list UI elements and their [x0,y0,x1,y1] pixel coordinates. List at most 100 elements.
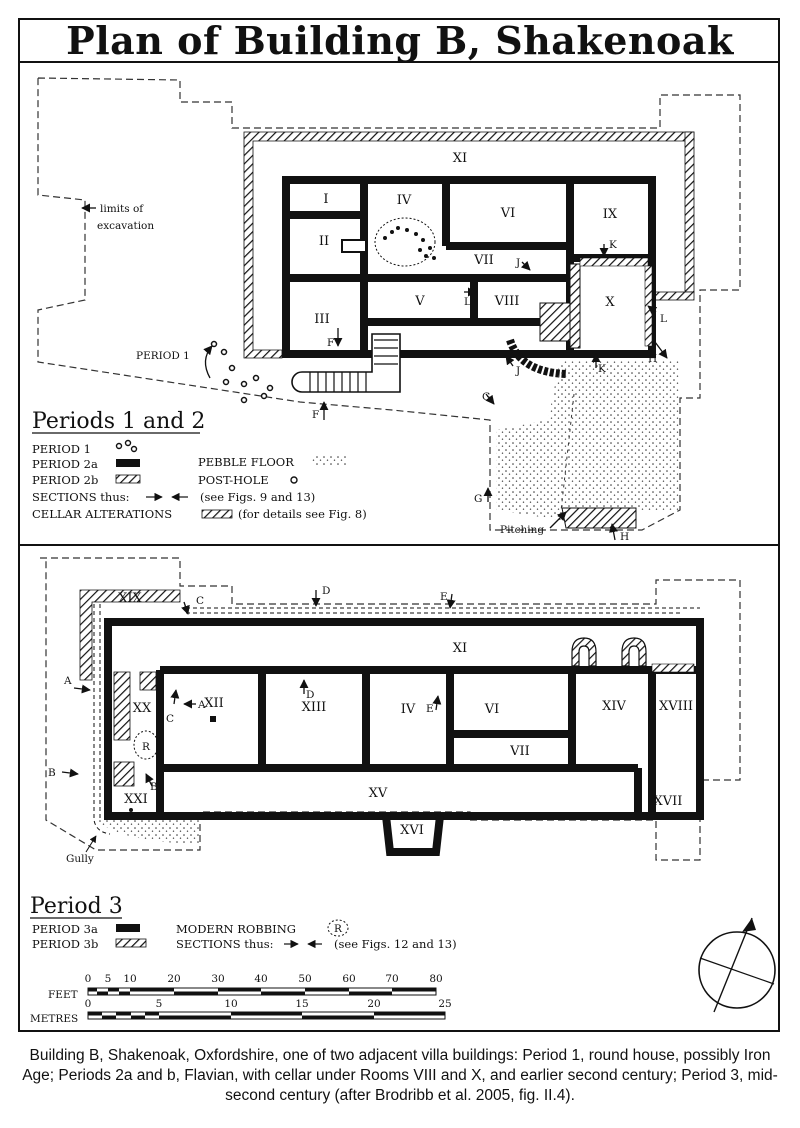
scale-bars: 0 5 10 20 30 40 50 60 70 80 FEET [30,973,452,1025]
room-xv-label: XV [369,786,388,801]
gully-lines [93,604,700,835]
scalloped-wall-feature [291,333,401,393]
section-a-east: A [197,699,206,711]
legend-period1-symbol [115,439,138,453]
room-ix-label: IX [603,207,618,222]
feet-tick-70: 70 [385,973,398,985]
feet-bar-segments [88,988,436,995]
section-c-north: C [196,595,204,607]
legend-posthole: POST-HOLE [198,473,269,487]
feet-tick-30: 30 [211,973,224,985]
legend-panel1: PERIOD 1 PERIOD 2a PERIOD 2b SECTIONS th… [32,439,367,521]
room-xii-label: XII [204,696,224,711]
feet-tick-5: 5 [105,973,112,985]
legend-sections: SECTIONS thus: [32,490,130,504]
section-a-west: A [63,675,72,687]
room-iii-label: III [314,312,329,327]
legend-period3b-symbol [115,938,147,948]
legend-cellar: CELLAR ALTERATIONS [32,507,172,521]
legend-sections-p3: SECTIONS thus: [176,937,274,951]
legend-panel2: PERIOD 3a PERIOD 3b MODERN ROBBING R SEC… [32,919,457,951]
room-viii-label: VIII [494,294,520,309]
section-letters-panel1: F F G G H H J J K K L L [312,239,667,543]
section-e-south: E [426,703,434,715]
section-h-north: H [648,353,657,365]
legend-period2b: PERIOD 2b [32,473,98,487]
section-f-north: F [327,337,334,349]
legend-sections-ref: (see Figs. 9 and 13) [200,490,315,504]
legend-sections-ref-p3: (see Figs. 12 and 13) [334,937,457,951]
room-v-label: V [414,294,425,309]
legend-robbing: MODERN ROBBING [176,922,296,936]
section-d-south: D [306,689,314,701]
section-l-east: L [660,313,667,325]
feet-tick-0: 0 [85,973,92,985]
figure-caption: Building B, Shakenoak, Oxfordshire, one … [22,1047,778,1104]
room-x-label: X [605,295,615,310]
enclosure-east-wall [684,131,695,293]
legend-period3a: PERIOD 3a [32,922,98,936]
annexe-wall-period3b [79,589,181,681]
hearth-outline [374,217,436,267]
gully-annotation: Gully [66,853,94,865]
section-e-north: E [440,591,448,603]
room-xiii-label: XIII [302,700,327,715]
legend-pebble: PEBBLE FLOOR [198,455,294,469]
panel1-heading: Periods 1 and 2 [32,409,205,434]
figure-frame [18,18,780,1032]
room-iv-label: IV [397,193,412,208]
feet-label: FEET [48,989,78,1001]
section-f-south: F [312,409,319,421]
feet-tick-60: 60 [342,973,355,985]
feet-tick-20: 20 [167,973,180,985]
scallop-marks [309,339,398,392]
room-i-label: I [323,192,328,207]
room-vi-label: VI [500,206,516,221]
section-b-east: B [150,781,158,793]
panel-periods-1-2: XI I IV VI IX II VII III V VIII X F F G … [32,77,741,543]
limits-label-line1: limits of [100,203,144,215]
metre-tick-10: 10 [224,998,237,1010]
legend-period1: PERIOD 1 [32,442,91,456]
room-ii-label: II [319,234,329,249]
enclosure-east-return [649,291,695,301]
panel-period-3: R XIX XI XII XIII IV VI XIV XVIII VII XX… [30,557,776,1025]
room-xxi-wall [113,761,135,787]
gully-pointer [85,835,97,853]
room-iv-label-p3: IV [401,702,416,717]
limits-label-line2: excavation [97,220,154,232]
pitching-feature [561,507,637,529]
legend-period3a-symbol [116,924,140,932]
room-xvi-label: XVI [400,823,424,838]
room-xiv-label: XIV [602,699,626,714]
legend-period3b: PERIOD 3b [32,937,98,951]
section-b-west: B [48,767,56,779]
legend-cellar-symbol [201,509,233,519]
period1-postholes [210,340,274,404]
building-period2a [282,176,656,358]
metre-tick-5: 5 [156,998,163,1010]
building-period3a [104,618,704,820]
section-k-north: K [609,239,617,251]
posthole-cluster-room-iv [383,226,436,260]
cellar-alteration-2 [569,263,581,349]
metre-ticks: 0 5 10 15 20 25 [85,998,452,1010]
metre-tick-0: 0 [85,998,92,1010]
section-letters-panel2: A A B B C C D D E E [48,585,448,793]
section-j-south: J [515,365,520,377]
legend-cellar-ref: (for details see Fig. 8) [238,507,367,521]
ovens [571,637,647,667]
pebble-floor [496,360,680,520]
room-vii-label-p3: VII [509,744,530,759]
section-arrows-panel1 [81,203,668,541]
building-plan: XI I IV VI IX II VII III V VIII X F F G … [18,61,780,1025]
robbing-r-label: R [142,741,151,753]
feet-tick-10: 10 [123,973,136,985]
room-vi-label-p3: VI [484,702,500,717]
metres-label: METRES [30,1013,78,1025]
section-g-south: G [474,493,482,505]
robbing-r-outline [133,730,159,760]
cellar-alteration-1 [539,302,571,342]
legend-robbing-symbol [327,919,349,937]
section-arrows-panel2 [61,590,456,787]
